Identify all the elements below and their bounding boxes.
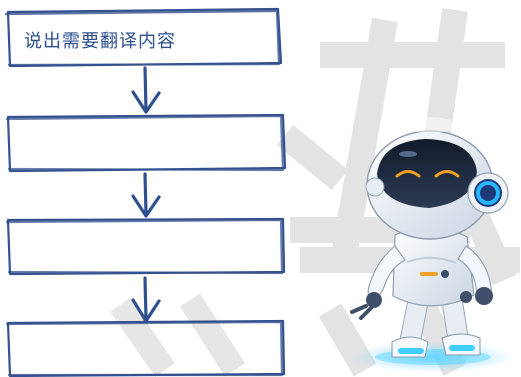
arrow-2: [131, 172, 161, 218]
flow-node-1-label: 说出需要翻译内容: [24, 31, 176, 52]
arrow-1: [131, 66, 161, 114]
flow-node-2: [5, 113, 287, 173]
flow-node-1: 说出需要翻译内容: [4, 7, 283, 68]
flow-node-3: [5, 217, 286, 276]
flow-node-4: [5, 319, 286, 377]
robot-mascot-icon: [350, 117, 514, 372]
